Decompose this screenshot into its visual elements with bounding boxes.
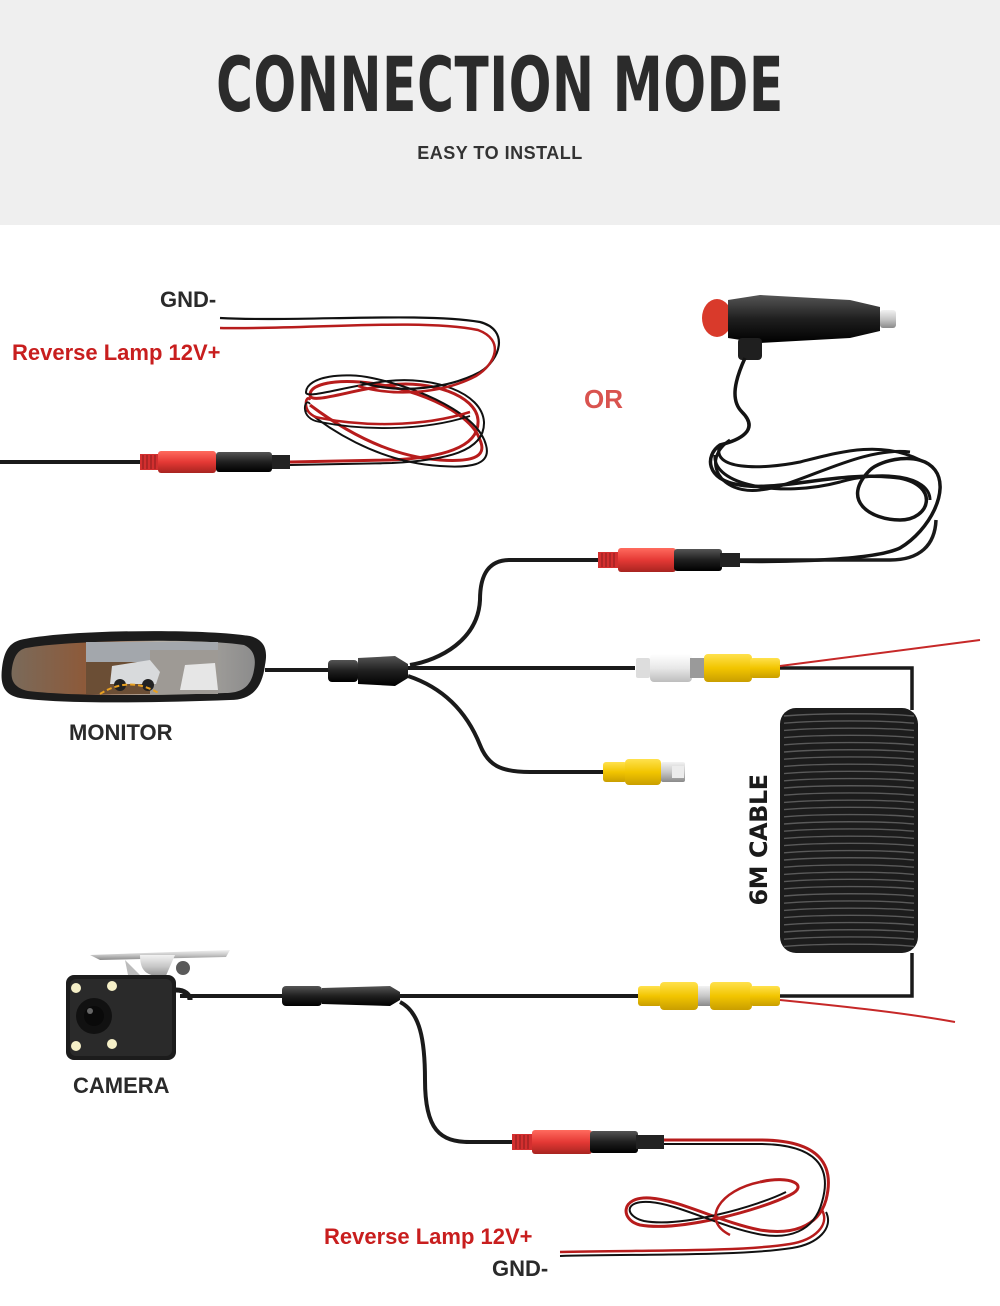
page-subtitle: EASY TO INSTALL	[417, 143, 583, 163]
y-splitter	[328, 656, 635, 774]
coil-winding	[783, 907, 915, 912]
coil-winding	[783, 720, 915, 724]
coil-winding	[783, 727, 915, 732]
coil-winding	[783, 813, 915, 818]
page-title: CONNECTION MODE	[216, 40, 784, 129]
coil-winding	[783, 763, 915, 768]
reverse-lamp-label-top: Reverse Lamp 12V+	[12, 340, 221, 365]
coil-winding	[783, 842, 915, 847]
coil-winding	[783, 835, 915, 840]
coil-winding	[783, 871, 915, 876]
coil-winding	[783, 799, 915, 804]
or-label: OR	[584, 384, 623, 414]
coil-winding	[783, 936, 915, 940]
cable-coil	[780, 708, 918, 998]
bottom-power-lead	[512, 1130, 830, 1257]
coil-winding	[783, 785, 915, 789]
camera	[66, 950, 282, 1060]
coil-winding	[783, 770, 915, 775]
coil-winding	[783, 878, 915, 883]
rca-camera-pair	[638, 982, 956, 1023]
gnd-label-top: GND-	[160, 287, 217, 312]
coil-winding	[783, 900, 915, 904]
coil-winding	[783, 885, 915, 890]
coil-winding	[783, 806, 915, 811]
coil-winding	[783, 821, 915, 825]
cigarette-lighter-plug	[699, 295, 942, 564]
coil-winding	[783, 777, 915, 782]
coil-winding	[783, 741, 915, 746]
coil-winding	[783, 849, 915, 854]
coil-winding	[783, 749, 915, 753]
camera-label: CAMERA	[73, 1073, 170, 1098]
cable-length-label: 6M CABLE	[745, 774, 773, 906]
coil-winding	[783, 929, 915, 933]
coil-winding	[783, 943, 915, 948]
coil-winding	[783, 792, 915, 796]
coil-winding	[783, 756, 915, 760]
coil-winding	[783, 893, 915, 897]
monitor-mirror	[1, 631, 330, 703]
rca-monitor-pair	[636, 639, 981, 710]
camera-splitter	[282, 986, 638, 1144]
coil-winding	[783, 734, 915, 739]
rca-single-connector	[603, 759, 685, 785]
top-power-lead	[0, 316, 500, 473]
coil-winding	[783, 828, 915, 832]
coil-winding	[783, 921, 915, 926]
coil-winding	[783, 713, 915, 717]
coil-winding	[783, 857, 915, 861]
coil-winding	[783, 864, 915, 868]
power-connector	[409, 519, 938, 667]
monitor-label: MONITOR	[69, 720, 173, 745]
gnd-label-bottom: GND-	[492, 1256, 549, 1281]
coil-winding	[783, 914, 915, 919]
header-banner	[0, 0, 1000, 225]
reverse-lamp-label-bottom: Reverse Lamp 12V+	[324, 1224, 533, 1249]
